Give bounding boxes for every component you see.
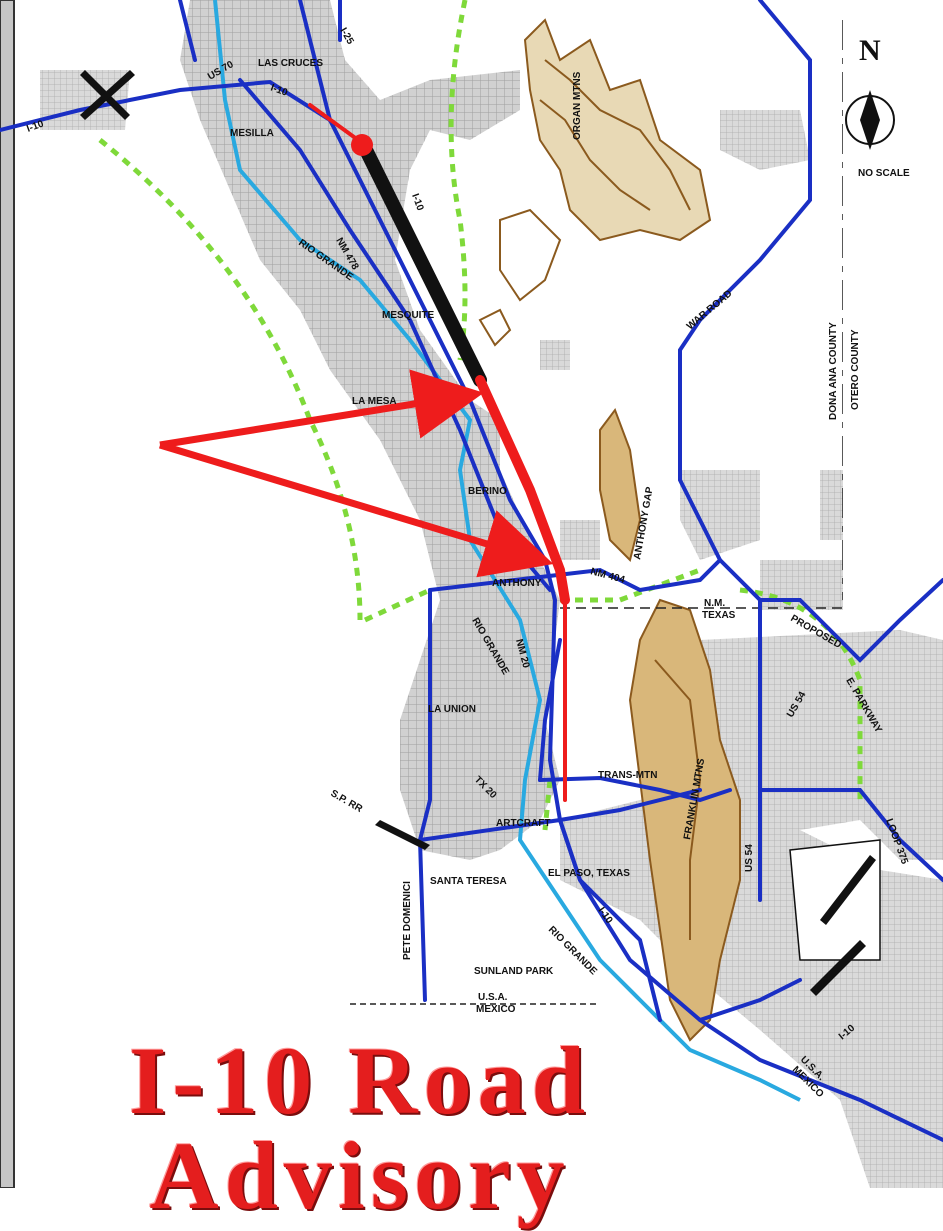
closure-segment [358,141,487,387]
proposed-routes [98,0,863,831]
label-trans-mtn: TRANS-MTN [598,770,657,781]
arrow-to-anthony [158,441,554,578]
label-berino: BERINO [468,486,507,497]
label-anthony: ANTHONY [492,578,542,589]
franklin-mountains [599,407,741,1042]
label-sunland-park: SUNLAND PARK [474,966,554,977]
closure-start-dot [351,134,373,156]
road-advisory-map: N NO SCALE LAS CRUCES MESILLA MESQUITE L… [0,0,943,1188]
label-artcraft: ARTCRAFT [496,818,550,829]
label-las-cruces: LAS CRUCES [258,58,323,69]
label-pete-domenici: PETE DOMENICI [402,881,413,960]
label-dona-ana-county: DONA ANA COUNTY [828,322,839,420]
label-us54-south: US 54 [744,844,755,872]
compass-letter: N [859,34,881,67]
label-nm404: NM 404 [589,566,626,586]
rio-grande [213,0,801,1102]
scale-note: NO SCALE [858,168,910,179]
label-i10-mid: I-10 [409,192,425,212]
label-texas-state: TEXAS [702,610,736,621]
north-compass: N NO SCALE [845,34,910,179]
label-mesilla: MESILLA [230,128,274,139]
label-organ-mtns: ORGAN MTNS [572,71,583,140]
label-sp-rr: S.P. RR [329,788,365,815]
label-nm-state: N.M. [704,598,725,609]
label-war-road: WAR ROAD [685,288,735,332]
frame-left [0,0,15,1188]
label-la-union: LA UNION [428,704,476,715]
label-mesquite: MESQUITE [382,310,435,321]
pointer-arrows [158,369,554,578]
label-otero-county: OTERO COUNTY [850,329,861,410]
title-line-2: Advisory [149,1122,571,1229]
label-usa-1: U.S.A. [478,992,508,1003]
airport-icons [80,70,881,996]
label-rio-grande-south: RIO GRANDE [546,924,599,977]
label-i10-south: I-10 [596,905,615,926]
label-mexico-1: MEXICO [476,1004,516,1015]
title-line-1: I-10 Road [128,1027,592,1134]
label-el-paso: EL PASO, TEXAS [548,868,630,879]
highways [0,0,943,1142]
label-santa-teresa: SANTA TERESA [430,876,507,887]
label-la-mesa: LA MESA [352,396,397,407]
organ-mountains [478,18,712,347]
arrow-to-la-mesa [159,369,484,449]
